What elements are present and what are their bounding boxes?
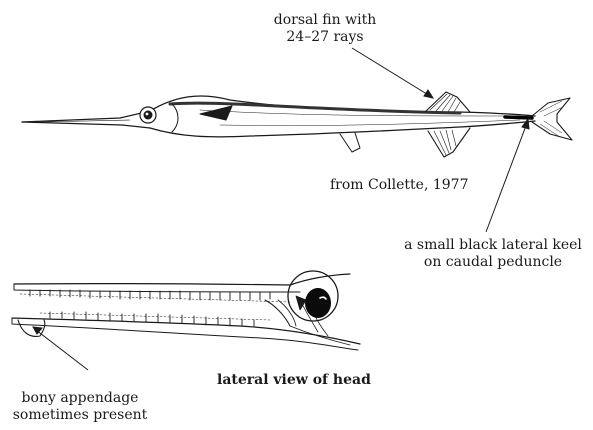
arrow-dorsal-fin — [352, 48, 430, 96]
arrow-bony-appendage — [36, 330, 88, 370]
fish-dorsal-fin — [425, 92, 470, 112]
fish-beak — [22, 111, 150, 122]
bony-appendage-label-line2: sometimes present — [0, 407, 160, 424]
fish-caudal-fin — [532, 98, 572, 140]
fish-pelvic-fin — [340, 133, 360, 152]
head-view-caption: lateral view of head — [217, 372, 371, 389]
source-credit: from Collette, 1977 — [330, 177, 468, 194]
caudal-keel-label: a small black lateral keel on caudal ped… — [393, 237, 593, 271]
dorsal-fin-label-line2: 24–27 rays — [265, 29, 385, 46]
dorsal-fin-label: dorsal fin with 24–27 rays — [265, 12, 385, 46]
caudal-keel-label-line1: a small black lateral keel — [393, 237, 593, 254]
arrow-caudal-keel — [486, 123, 527, 232]
fish-body-drawing — [22, 92, 572, 157]
caudal-keel-label-line2: on caudal peduncle — [393, 254, 593, 271]
dorsal-fin-label-line1: dorsal fin with — [265, 12, 385, 29]
bony-appendage-label: bony appendage sometimes present — [0, 390, 160, 424]
bony-appendage-label-line1: bony appendage — [0, 390, 160, 407]
fish-pectoral-fin — [200, 106, 232, 120]
head-lateral-view-drawing — [12, 271, 360, 350]
fish-caudal-keel — [505, 117, 532, 118]
